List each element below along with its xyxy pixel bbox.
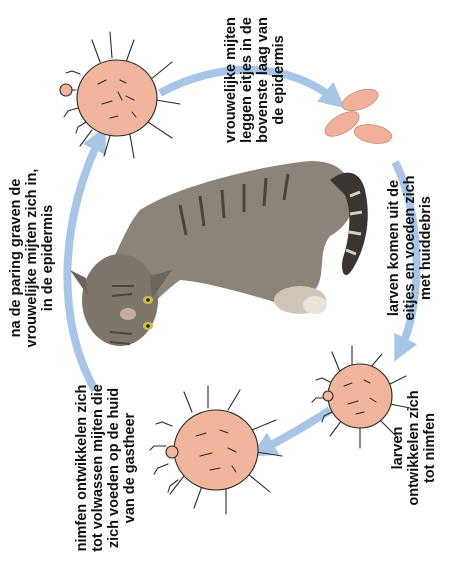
label-larvae-hatch: larven komen uit de eitjes en voeden zic… <box>386 175 434 320</box>
cat-illustration <box>70 161 368 346</box>
label-nymphs-to-adults: nimfen ontwikkelen zich tot volwassen mi… <box>74 384 138 552</box>
label-adult-mites-lay-eggs: vrouwelijke mijten leggen eitjes in de b… <box>223 17 287 143</box>
cycle-arrow-larva-to-nymph <box>262 410 330 450</box>
cycle-arrow-nymph-to-adult <box>67 138 100 390</box>
label-mating-burrow: na de paring graven de vrouwelijke mijte… <box>8 169 56 348</box>
label-larvae-to-nymphs: larven ontwikkelen zich tot nimfen <box>390 390 438 505</box>
